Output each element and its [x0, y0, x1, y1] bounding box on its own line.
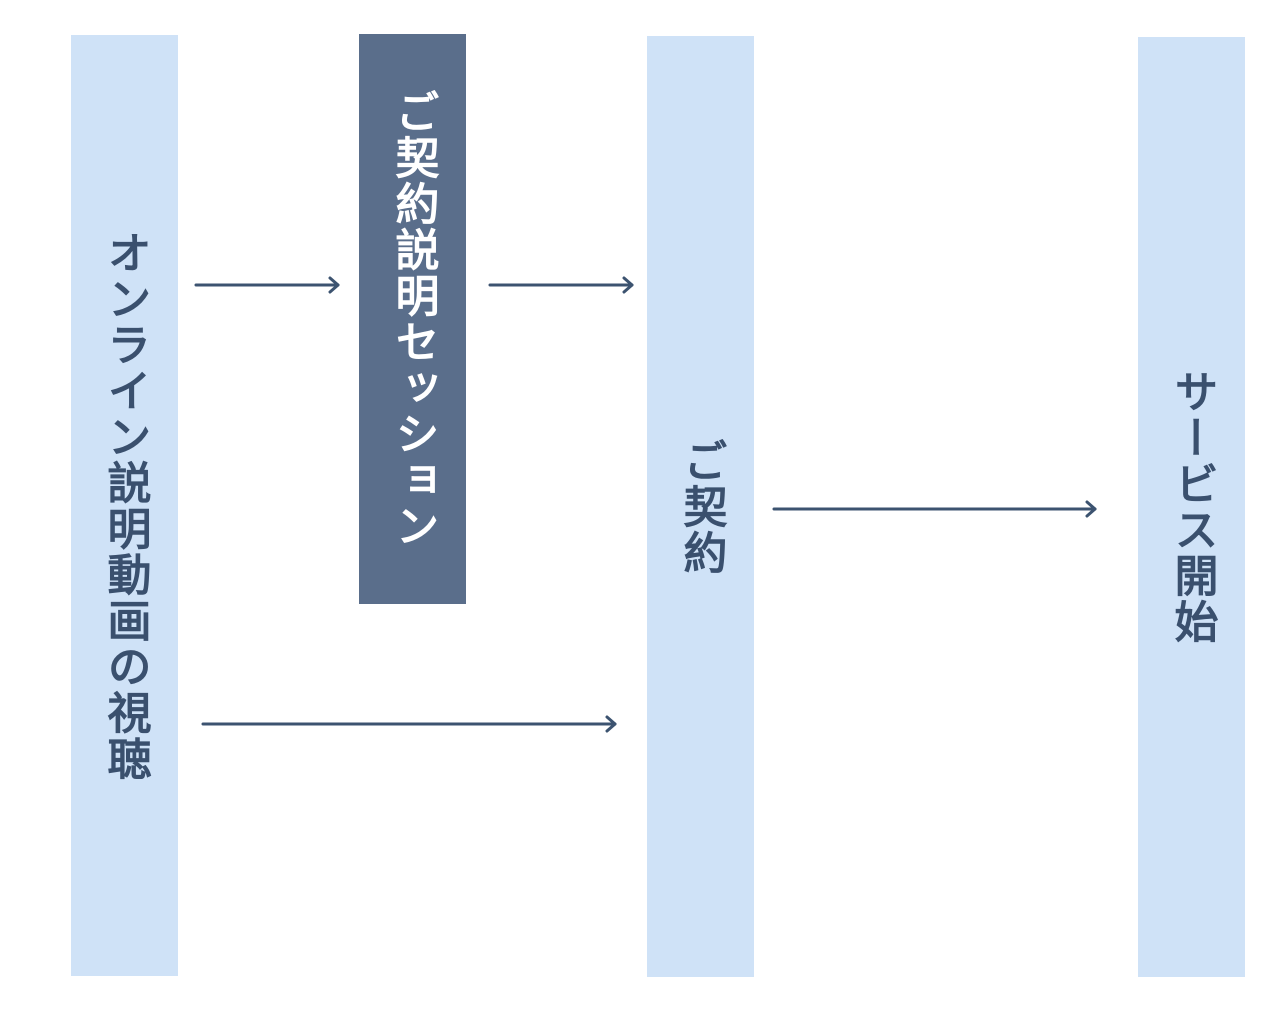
step-online-video: オンライン説明動画の視聴 [71, 35, 178, 976]
arrow-contract-to-service [772, 500, 1097, 518]
step-online-video-label: オンライン説明動画の視聴 [99, 229, 151, 782]
step-contract-label: ご契約 [675, 437, 727, 576]
arrow-session-to-contract [488, 276, 634, 294]
step-service-start: サービス開始 [1138, 37, 1245, 977]
arrow-online-to-session [194, 276, 340, 294]
arrow-online-to-contract [201, 715, 617, 733]
step-contract-session: ご契約説明セッション [359, 34, 466, 604]
step-contract: ご契約 [647, 36, 754, 977]
step-service-start-label: サービス開始 [1166, 369, 1218, 645]
step-contract-session-label: ご契約説明セッション [387, 89, 439, 549]
